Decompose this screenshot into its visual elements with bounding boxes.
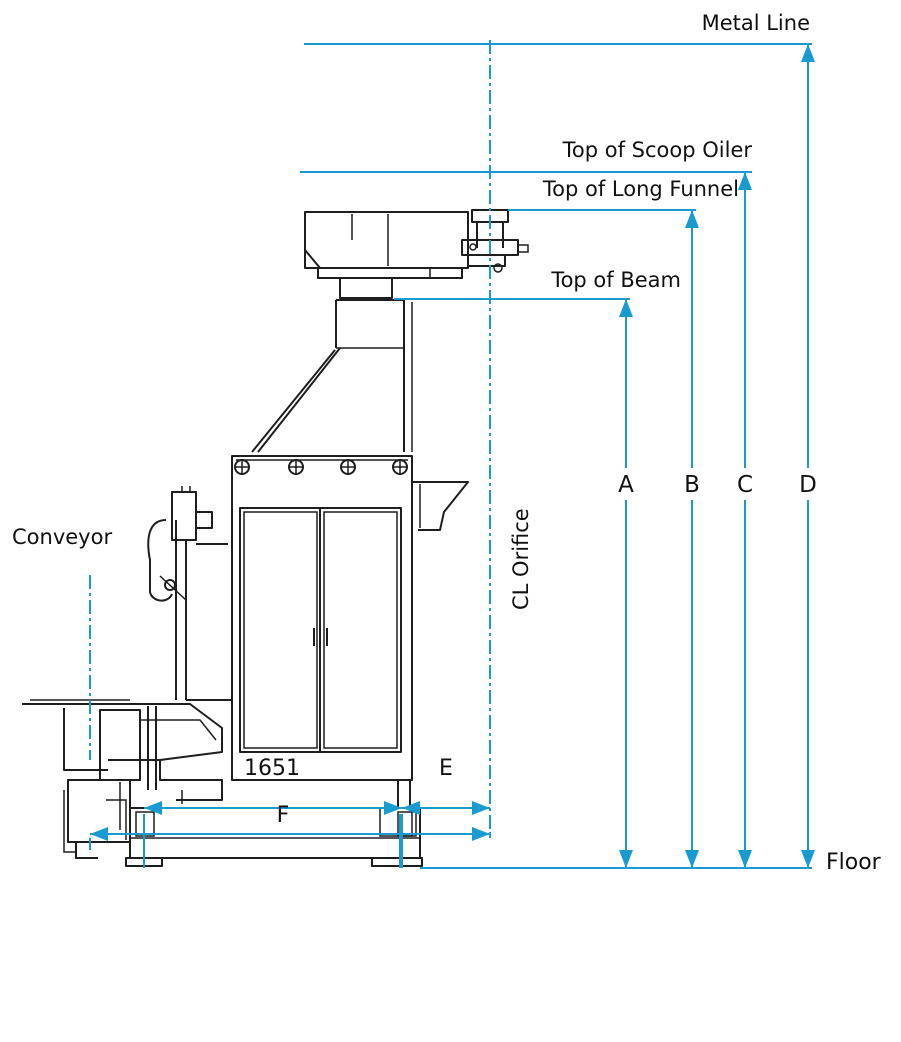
dimension-e-label: E bbox=[439, 756, 453, 781]
dimension-arrowhead bbox=[402, 801, 420, 815]
conveyor-unit bbox=[22, 699, 223, 859]
scoop-oiler-label: Top of Scoop Oiler bbox=[562, 138, 753, 162]
dimension-arrowhead bbox=[801, 850, 815, 868]
dimension-arrowhead bbox=[144, 801, 162, 815]
metal-line-label: Metal Line bbox=[702, 11, 810, 35]
beam-head bbox=[304, 211, 469, 299]
dimension-arrowhead bbox=[738, 850, 752, 868]
beam-label: Top of Beam bbox=[550, 268, 681, 292]
dimension-d-label: D bbox=[799, 472, 817, 498]
dimension-arrowhead bbox=[685, 210, 699, 228]
dimension-arrowhead bbox=[472, 801, 490, 815]
reference-lines bbox=[89, 43, 812, 869]
dimension-arrowhead bbox=[384, 801, 402, 815]
dimension-arrowhead bbox=[801, 44, 815, 62]
dimension-arrowhead bbox=[738, 172, 752, 190]
dimension-labels: A B C D 1651 E F bbox=[244, 468, 822, 828]
dimension-arrowhead bbox=[472, 827, 490, 841]
cl-orifice-label: CL Orifice bbox=[509, 508, 533, 610]
dimension-a-label: A bbox=[618, 472, 634, 498]
mounting-bolts bbox=[234, 459, 408, 475]
machine-outline bbox=[22, 209, 529, 867]
conveyor-label: Conveyor bbox=[12, 525, 112, 549]
dimension-b-label: B bbox=[684, 472, 700, 498]
dimension-f-label: F bbox=[277, 803, 290, 828]
dimension-arrowhead bbox=[90, 827, 108, 841]
column bbox=[251, 299, 413, 453]
floor-label: Floor bbox=[826, 850, 882, 875]
dimension-c-label: C bbox=[737, 472, 753, 498]
dimension-arrowhead bbox=[685, 850, 699, 868]
long-funnel-label: Top of Long Funnel bbox=[542, 177, 739, 201]
funnel-assembly bbox=[461, 209, 529, 273]
dimension-lines bbox=[90, 44, 815, 868]
dimension-arrowhead bbox=[619, 299, 633, 317]
dimension-base-label: 1651 bbox=[244, 756, 300, 781]
cabinet bbox=[231, 455, 469, 837]
dimension-arrowhead bbox=[619, 850, 633, 868]
base-frame bbox=[125, 807, 423, 867]
control-arm bbox=[147, 486, 232, 701]
